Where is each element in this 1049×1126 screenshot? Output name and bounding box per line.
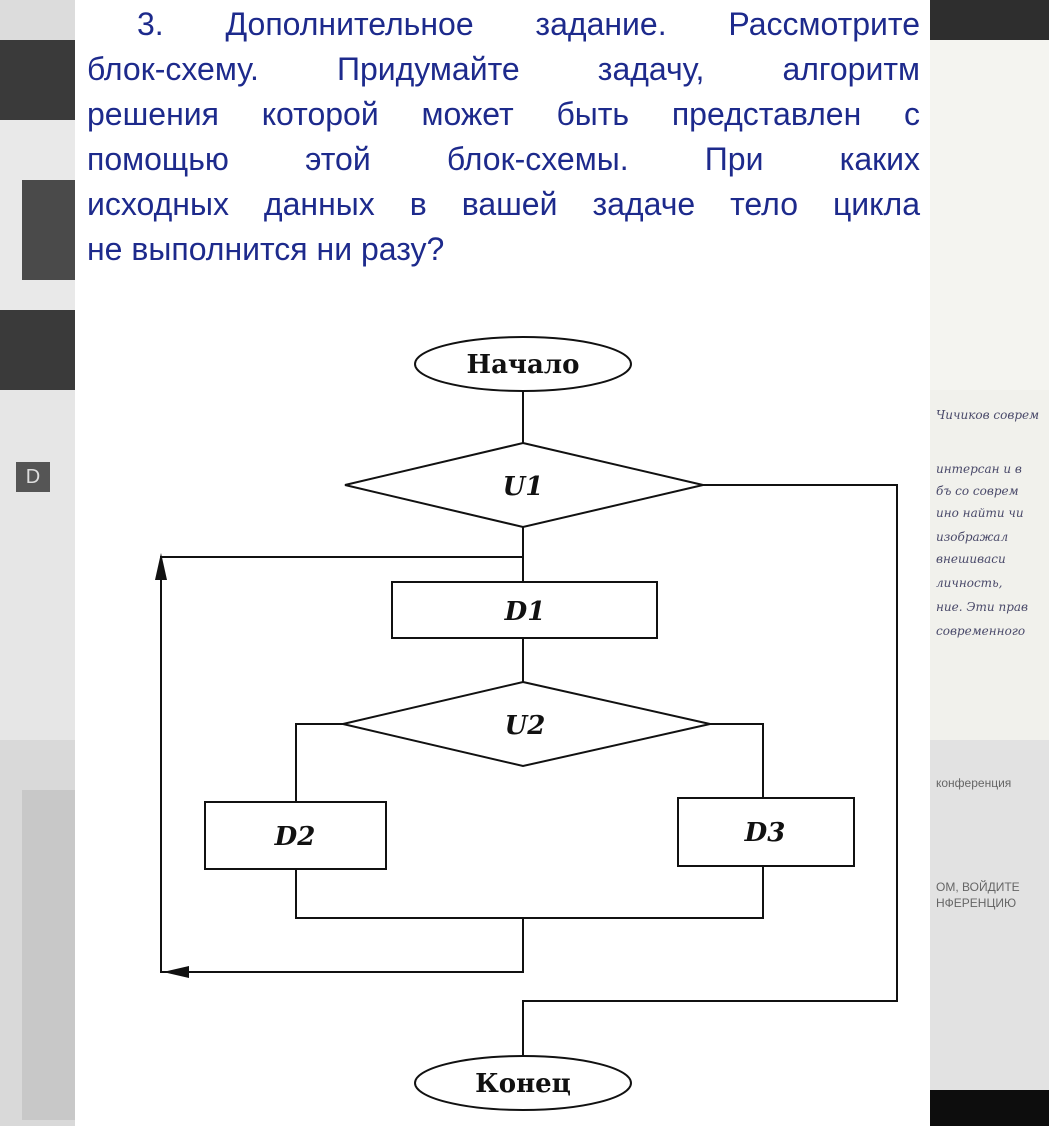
note-line: изображал — [936, 530, 1009, 544]
u1-label: U1 — [503, 472, 544, 502]
task-line-4: помощью этой блок-схемы. При каких — [87, 141, 920, 177]
loop-back-line — [160, 556, 524, 973]
task-line-2: блок-схему. Придумайте задачу, алгоритм — [87, 51, 920, 87]
note-line: современного — [936, 624, 1026, 638]
background-right-top — [930, 0, 1049, 390]
note-line: внешиваси — [936, 552, 1006, 566]
flowchart: Начало U1 D1 U2 D2 D3 Конец — [155, 336, 898, 1111]
note-line: личность, — [936, 576, 1003, 590]
task-line-5: исходных данных в вашей задаче тело цикл… — [87, 186, 920, 222]
join-text-2: НФЕРЕНЦИЮ — [936, 896, 1017, 910]
task-text: 3. Дополнительное задание. Рассмотрите б… — [87, 2, 920, 272]
conference-label: конференция — [936, 776, 1012, 790]
background-left-lower: D — [0, 390, 75, 740]
task-line-1: 3. Дополнительное задание. Рассмотрите — [137, 6, 920, 42]
task-page: 3. Дополнительное задание. Рассмотрите б… — [75, 0, 930, 1126]
connector — [710, 723, 764, 798]
background-handwritten-notes: Чичиков соврем интерсан и в бъ со соврем… — [930, 390, 1049, 740]
note-line: бъ со соврем — [936, 484, 1019, 498]
note-line: интерсан и в — [936, 462, 1022, 476]
background-right-bottom — [930, 1090, 1049, 1126]
end-terminal — [414, 1055, 632, 1111]
end-label: Конец — [475, 1069, 571, 1099]
arrow-up — [155, 553, 167, 580]
background-thumbnail — [22, 180, 75, 280]
process-d1 — [391, 581, 658, 639]
background-grid — [0, 0, 75, 40]
background-left-bottom — [0, 740, 75, 1126]
u2-label: U2 — [505, 711, 546, 741]
note-line: ние. Эти прав — [936, 600, 1029, 614]
background-dark-strip — [930, 0, 1049, 40]
note-line: Чичиков соврем — [936, 408, 1040, 422]
d1-label: D1 — [504, 597, 546, 627]
note-line: ино найти чи — [936, 506, 1024, 520]
task-line-3: решения которой может быть представлен с — [87, 96, 920, 132]
connector — [295, 723, 343, 802]
background-right-lower: конференция ОМ, ВОЙДИТЕ НФЕРЕНЦИЮ — [930, 740, 1049, 1090]
d3-label: D3 — [744, 818, 786, 848]
background-inner — [22, 790, 75, 1120]
start-label: Начало — [467, 350, 580, 380]
condition-u2 — [342, 680, 711, 768]
exit-line — [522, 484, 898, 1056]
arrow-left — [163, 966, 189, 978]
d2-label: D2 — [274, 822, 316, 852]
join-text-1: ОМ, ВОЙДИТЕ — [936, 880, 1020, 894]
background-left-panel — [0, 120, 75, 310]
task-line-6: не выполнится ни разу? — [87, 231, 445, 267]
connector — [295, 866, 764, 919]
background-badge: D — [16, 462, 50, 492]
process-d3 — [677, 797, 855, 867]
